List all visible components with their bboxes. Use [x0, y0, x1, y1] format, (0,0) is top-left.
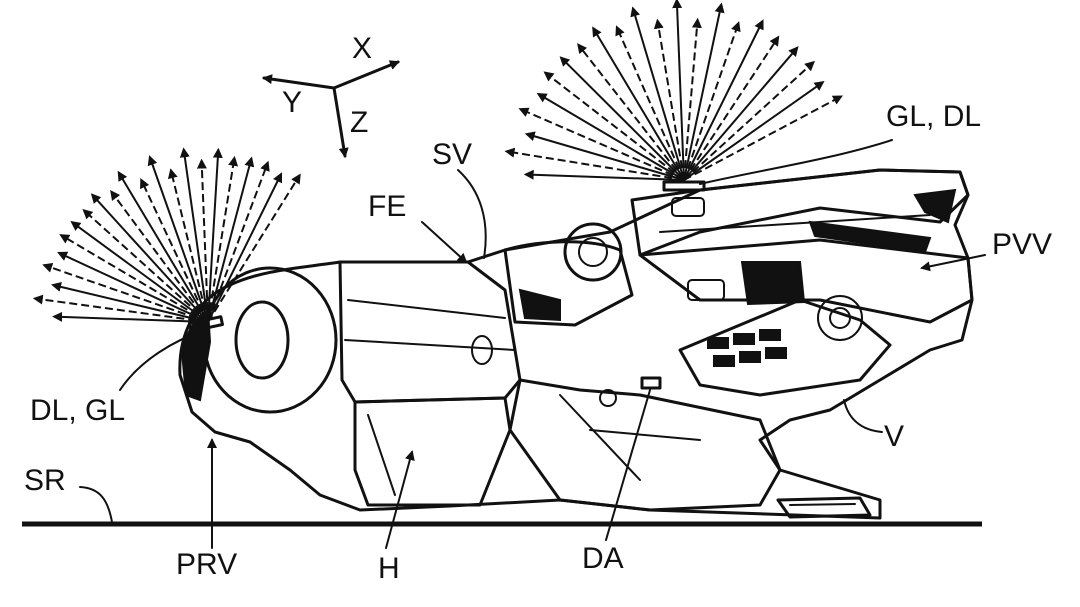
fe-label: FE [368, 190, 406, 223]
x-axis-label: X [352, 32, 372, 65]
right-emitter-ray [653, 18, 685, 181]
cabin-box [338, 260, 522, 404]
right-emitter-ray [683, 2, 725, 181]
h-label: H [378, 552, 400, 585]
gl-dl-label: GL, DL [886, 100, 981, 133]
bumper-bottom [776, 496, 872, 519]
pvv-label: PVV [992, 228, 1052, 261]
sr-label: SR [24, 464, 66, 497]
light-rays-left [32, 147, 301, 323]
y-axis-label: Y [282, 86, 302, 119]
steering-wheel [563, 222, 623, 282]
dl-gl-label: DL, GL [30, 394, 125, 427]
left-emitter-ray [207, 156, 255, 323]
left-emitter-ray [57, 251, 209, 323]
left-emitter-ray [32, 294, 209, 323]
right-emitter-ray [504, 147, 685, 181]
hood-panel [353, 396, 512, 507]
right-emitter-ray [577, 43, 685, 181]
da-label: DA [582, 542, 624, 575]
right-emitter-ray [615, 25, 685, 181]
left-emitter-ray [42, 263, 209, 323]
left-emitter-ray [179, 147, 209, 323]
leader-lines [79, 139, 986, 549]
right-emitter-ray [518, 107, 685, 181]
right-emitter-ray [683, 17, 702, 181]
right-emitter-ray [559, 56, 685, 181]
right-emitter-ray [683, 81, 825, 181]
right-emitter-ray [672, 0, 685, 181]
left-emitter-ray [207, 173, 301, 323]
right-emitter-ray [683, 46, 799, 181]
right-emitter-ray [683, 95, 843, 181]
windshield-area [503, 240, 634, 327]
wheel-left-outer [202, 266, 338, 414]
right-emitter-ray [683, 60, 815, 181]
right-emitter-ray [524, 131, 685, 181]
z-axis-label: Z [350, 106, 368, 139]
sv-label: SV [432, 138, 472, 171]
left-emitter-ray [52, 311, 209, 323]
door-panel [508, 378, 782, 512]
coordinate-axes [262, 60, 400, 158]
wheel-left-shade [180, 308, 212, 402]
left-emitter-ray [82, 208, 209, 323]
right-emitter-ray [592, 26, 685, 181]
left-emitter-ray [90, 193, 209, 323]
left-emitter-ray [51, 281, 209, 323]
right-emitter-ray [630, 6, 685, 181]
vehicle-body-outline [178, 168, 974, 520]
left-emitter-ray [110, 189, 209, 323]
right-emitter-ray [536, 92, 685, 181]
prv-label: PRV [176, 548, 237, 581]
right-emitter-ray [523, 169, 685, 181]
left-emitter-ray [117, 170, 209, 323]
roof-section [630, 168, 970, 257]
left-emitter-ray [70, 221, 209, 323]
right-emitter-ray [683, 21, 741, 181]
wheel-left-inner [234, 300, 290, 380]
overturned-vehicle [178, 168, 974, 520]
left-emitter-ray [196, 158, 209, 323]
underbody-engine [678, 298, 892, 397]
left-emitter-ray [59, 234, 209, 323]
left-emitter-ray [147, 155, 209, 323]
right-emitter-ray [683, 35, 780, 181]
right-emitter-ray [683, 19, 764, 181]
light-emitter-left [188, 315, 224, 333]
engine-grille [707, 329, 787, 367]
left-emitter-ray [207, 172, 283, 323]
sensor-box [640, 376, 662, 390]
left-emitter-ray [140, 177, 209, 323]
light-rays-right [504, 0, 843, 181]
left-emitter-ray [167, 168, 209, 323]
v-label: V [884, 420, 904, 453]
left-emitter-ray [207, 147, 223, 323]
light-emitter-right [662, 180, 706, 192]
right-emitter-ray [543, 71, 685, 181]
